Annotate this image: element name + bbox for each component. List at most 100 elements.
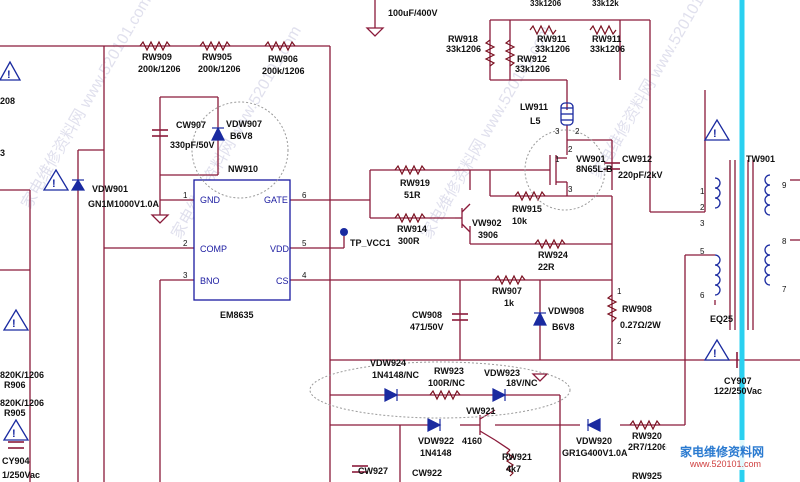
label-rw923: RW923 bbox=[434, 366, 464, 376]
svg-text:!: ! bbox=[713, 128, 717, 140]
label-rw911a-value: 33k1206 bbox=[535, 44, 570, 54]
label-rw915-value: 10k bbox=[512, 216, 528, 226]
label-vdw907: VDW907 bbox=[226, 119, 262, 129]
svg-text:!: ! bbox=[12, 318, 16, 330]
label-l5: L5 bbox=[530, 116, 541, 126]
ic-pin-gnd: GND bbox=[200, 195, 221, 205]
ic-ref-label: NW910 bbox=[228, 164, 258, 174]
label-vdw901-value: GN1M1000V1.0A bbox=[88, 199, 160, 209]
ground-top bbox=[365, 27, 385, 37]
label-r906: R906 bbox=[4, 380, 26, 390]
label-vdw922: VDW922 bbox=[418, 436, 454, 446]
cap-cw927 bbox=[352, 465, 368, 473]
label-top-cap: 100uF/400V bbox=[388, 8, 438, 18]
label-vdw920-value: GR1G400V1.0A bbox=[562, 448, 628, 458]
label-rw907: RW907 bbox=[492, 286, 522, 296]
warning-icon: ! bbox=[2, 418, 30, 441]
resistor-rw915 bbox=[514, 190, 546, 202]
label-rw909: RW909 bbox=[142, 52, 172, 62]
ic-pin-num-4: 4 bbox=[302, 271, 307, 280]
label-tw901: TW901 bbox=[746, 154, 775, 164]
label-vdw924-value: 1N4148/NC bbox=[372, 370, 420, 380]
vw901-pin-3: 3 bbox=[568, 185, 573, 194]
label-rw912: RW912 bbox=[517, 54, 547, 64]
tw901-pin-7: 7 bbox=[782, 285, 787, 294]
label-lw911: LW911 bbox=[520, 102, 548, 112]
resistor-rw921 bbox=[505, 449, 515, 477]
resistor-rw911a bbox=[529, 24, 557, 36]
ic-em8635: GND GATE COMP VDD BNO CS 1 2 3 4 5 6 EM8… bbox=[183, 164, 307, 320]
resistors bbox=[139, 24, 661, 477]
label-cw908: CW908 bbox=[412, 310, 442, 320]
ic-pin-num-2: 2 bbox=[183, 239, 188, 248]
brand-name: 家电维修资料网 bbox=[680, 444, 764, 459]
testpoint-tp-vcc1 bbox=[340, 228, 348, 248]
transistor-vw921 bbox=[470, 409, 511, 451]
label-vdw901: VDW901 bbox=[92, 184, 128, 194]
label-vw901-value: 8N65L-B bbox=[576, 164, 613, 174]
cap-cy904 bbox=[8, 441, 24, 449]
highlight-ellipse-vdw924 bbox=[309, 361, 571, 419]
tw901-pin-1: 1 bbox=[700, 187, 705, 196]
label-cw927: CW927 bbox=[358, 466, 388, 476]
ground-vdw908 bbox=[531, 373, 549, 382]
label-rw925: RW925 bbox=[632, 471, 662, 481]
highlight-circle-vdw907 bbox=[191, 101, 289, 199]
label-rw914-value: 300R bbox=[398, 236, 420, 246]
label-vw902: VW902 bbox=[472, 218, 502, 228]
label-rw912-value: 33k1206 bbox=[515, 64, 550, 74]
capacitors bbox=[8, 129, 744, 473]
inductor-lw911 bbox=[560, 102, 574, 126]
ic-pin-num-1: 1 bbox=[183, 191, 188, 200]
resistor-rw924 bbox=[534, 238, 566, 250]
ic-body bbox=[193, 179, 291, 301]
tw901-pin-6: 6 bbox=[700, 291, 705, 300]
label-cy907: CY907 bbox=[724, 376, 752, 386]
watermark-text-1: 家电维修资料网 www.520101.com bbox=[18, 0, 155, 212]
transistor-vw902 bbox=[455, 203, 471, 233]
label-vdw908: VDW908 bbox=[548, 306, 584, 316]
resistor-rw906 bbox=[264, 40, 296, 52]
svg-text:!: ! bbox=[7, 69, 11, 81]
label-cw907: CW907 bbox=[176, 120, 206, 130]
tw901-sec-coil-2 bbox=[764, 244, 771, 286]
transformer-tw901 bbox=[714, 0, 771, 482]
label-rw906-value: 200k/1206 bbox=[262, 66, 305, 76]
label-r906-value: 820K/1206 bbox=[0, 370, 44, 380]
diode-vdw901 bbox=[70, 178, 86, 191]
label-rw923-value: 100R/NC bbox=[428, 378, 466, 388]
resistor-rw920 bbox=[629, 419, 661, 431]
label-cy904-value: 1/250Vac bbox=[2, 470, 40, 480]
label-fragment-3: 3 bbox=[0, 148, 5, 158]
label-rw920: RW920 bbox=[632, 431, 662, 441]
diode-vdw923 bbox=[492, 388, 507, 402]
ic-part-label: EM8635 bbox=[220, 310, 254, 320]
label-rw919-value: 51R bbox=[404, 190, 421, 200]
tw901-primary-coil bbox=[714, 177, 721, 209]
vw901-pin-1: 1 bbox=[555, 155, 560, 164]
warning-icon: ! bbox=[703, 118, 731, 141]
ic-pin-num-3: 3 bbox=[183, 271, 188, 280]
label-vw901: VW901 bbox=[576, 154, 606, 164]
resistor-rw912 bbox=[504, 39, 516, 67]
warning-icon: ! bbox=[42, 168, 70, 191]
svg-text:!: ! bbox=[713, 348, 717, 360]
diode-vdw907 bbox=[211, 126, 225, 141]
tw901-pin-3: 3 bbox=[700, 219, 705, 228]
svg-text:!: ! bbox=[52, 178, 56, 190]
diode-vdw920 bbox=[586, 418, 601, 432]
ic-pin-num-5: 5 bbox=[302, 239, 307, 248]
warning-icon: ! bbox=[2, 308, 30, 331]
resistor-rw914 bbox=[394, 212, 426, 224]
label-rw918: RW918 bbox=[448, 34, 478, 44]
brand-logo: 家电维修资料网 www.520101.com bbox=[665, 440, 800, 470]
label-cy907-value: 122/250Vac bbox=[714, 386, 762, 396]
label-rw908: RW908 bbox=[622, 304, 652, 314]
label-cw922: CW922 bbox=[412, 468, 442, 478]
resistor-rw908 bbox=[606, 294, 618, 323]
label-cw912: CW912 bbox=[622, 154, 652, 164]
brand-url: www.520101.com bbox=[689, 459, 761, 469]
vw901-pin-2: 2 bbox=[568, 145, 573, 154]
